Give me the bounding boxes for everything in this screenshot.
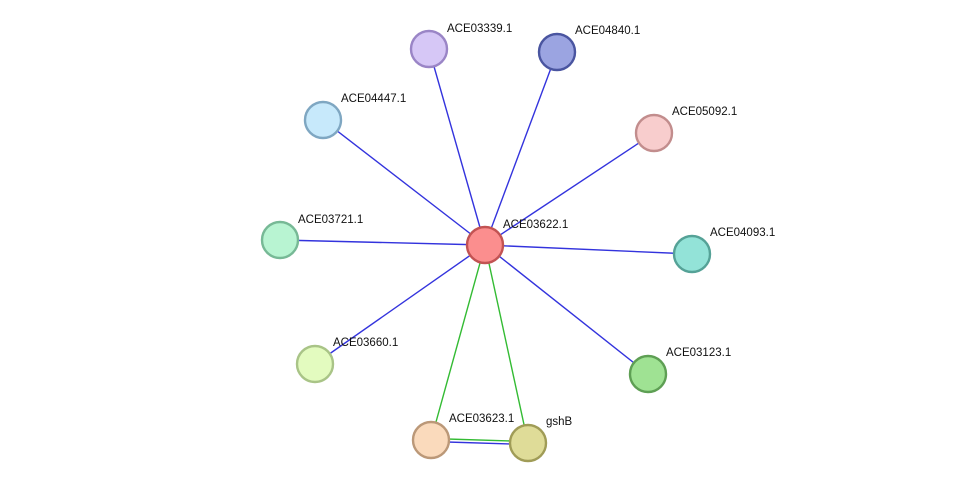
- node-center[interactable]: ACE03622.1: [465, 219, 568, 265]
- node-label: ACE03721.1: [298, 214, 363, 226]
- nodes-layer: ACE03622.1 ACE03339.1 ACE04840.1ACE04447.1…: [260, 23, 775, 463]
- node-n03123[interactable]: ACE03123.1: [628, 347, 731, 394]
- node-n03339[interactable]: ACE03339.1: [409, 23, 512, 69]
- node-label: ACE04093.1: [710, 227, 775, 239]
- node-circle[interactable]: [409, 29, 449, 69]
- edge-center-n03660: [314, 244, 486, 365]
- node-gshB[interactable]: gshB: [508, 416, 573, 463]
- node-circle[interactable]: [628, 354, 668, 394]
- node-label: ACE05092.1: [672, 106, 737, 118]
- node-label: gshB: [546, 416, 573, 428]
- edge-center-n03623: [430, 244, 486, 441]
- node-circle[interactable]: [537, 32, 577, 72]
- node-n04840[interactable]: ACE04840.1: [537, 25, 640, 72]
- node-n03623[interactable]: ACE03623.1: [411, 413, 514, 460]
- node-circle[interactable]: [508, 423, 548, 463]
- node-label: ACE03622.1: [503, 219, 568, 231]
- edge-center-n04093: [484, 244, 693, 255]
- node-circle[interactable]: [634, 113, 674, 153]
- node-label: ACE04447.1: [341, 93, 406, 105]
- node-label: ACE03623.1: [449, 413, 514, 425]
- node-circle[interactable]: [303, 100, 343, 140]
- node-n03721[interactable]: ACE03721.1: [260, 214, 363, 260]
- edge-center-n03339: [428, 48, 486, 246]
- node-label: ACE04840.1: [575, 25, 640, 37]
- node-n05092[interactable]: ACE05092.1: [634, 106, 737, 153]
- edge-center-n04840: [484, 51, 558, 246]
- node-circle[interactable]: [295, 344, 335, 384]
- node-circle[interactable]: [260, 220, 300, 260]
- node-circle[interactable]: [465, 225, 505, 265]
- edge-center-n05092: [484, 132, 655, 246]
- node-circle[interactable]: [672, 234, 712, 274]
- edge-center-gshB: [484, 244, 529, 444]
- edge-center-n04447: [322, 119, 486, 246]
- node-n03660[interactable]: ACE03660.1: [295, 337, 398, 384]
- edge-center-n03123: [484, 244, 649, 375]
- node-label: ACE03660.1: [333, 337, 398, 349]
- node-circle[interactable]: [411, 420, 451, 460]
- node-n04093[interactable]: ACE04093.1: [672, 227, 775, 274]
- node-label: ACE03123.1: [666, 347, 731, 359]
- node-label: ACE03339.1: [447, 23, 512, 35]
- edge-center-n03721: [279, 239, 486, 246]
- node-n04447[interactable]: ACE04447.1: [303, 93, 406, 140]
